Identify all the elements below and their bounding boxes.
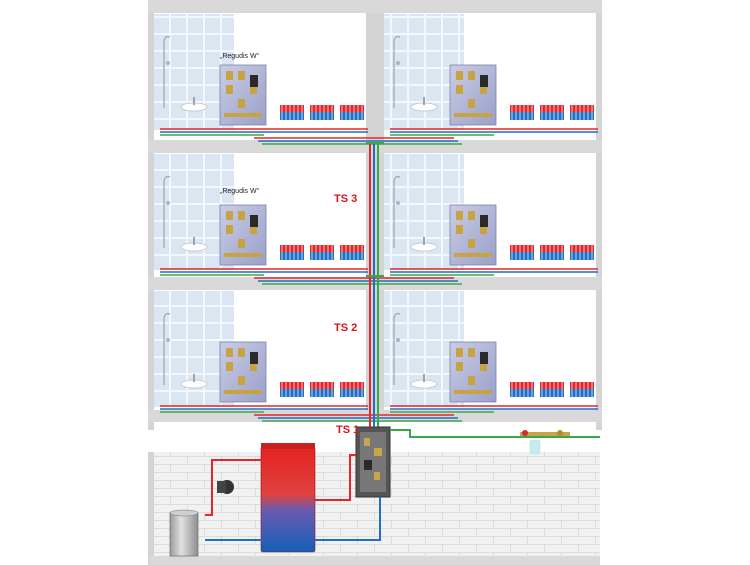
pump-icon — [217, 480, 234, 494]
washbasin-icon — [410, 97, 438, 112]
radiator-icon — [570, 245, 594, 260]
apartment-station-icon — [219, 341, 267, 403]
shower-icon — [393, 176, 401, 248]
apartment-unit — [370, 291, 598, 422]
buffer-tank-icon — [169, 509, 199, 557]
station-name-label-1: „Regudis W“ — [220, 53, 260, 60]
washbasin-icon — [180, 237, 208, 252]
apartment-unit — [154, 291, 378, 422]
washbasin-icon — [410, 237, 438, 252]
radiator-icon — [540, 382, 564, 397]
radiator-icon — [570, 105, 594, 120]
shower-icon — [163, 36, 171, 108]
radiator-icon — [570, 382, 594, 397]
radiator-icon — [280, 105, 304, 120]
radiator-icon — [540, 105, 564, 120]
basement-equipment — [169, 415, 600, 557]
radiator-icon — [280, 382, 304, 397]
apartment-unit — [370, 154, 598, 285]
station-name-label-2: „Regudis W“ — [220, 188, 260, 195]
shower-icon — [163, 313, 171, 385]
riser-pipes — [366, 142, 384, 430]
radiator-icon — [540, 245, 564, 260]
radiator-icon — [510, 245, 534, 260]
radiator-icon — [310, 382, 334, 397]
apartment-station-icon — [449, 204, 497, 266]
apartment-unit — [370, 14, 598, 145]
apartment-unit — [154, 154, 378, 285]
radiator-icon — [510, 382, 534, 397]
washbasin-icon — [180, 97, 208, 112]
apartment-station-icon — [219, 64, 267, 126]
apartment-unit — [154, 14, 378, 145]
apartment-station-icon — [219, 204, 267, 266]
radiator-icon — [340, 105, 364, 120]
ts3-label: TS 3 — [334, 193, 357, 205]
storage-tank-icon — [260, 443, 316, 553]
radiator-icon — [310, 105, 334, 120]
radiator-icon — [280, 245, 304, 260]
apartment-station-icon — [449, 341, 497, 403]
shower-icon — [393, 313, 401, 385]
washbasin-icon — [410, 374, 438, 389]
radiator-icon — [340, 245, 364, 260]
washbasin-icon — [180, 374, 208, 389]
heat-station-icon — [355, 426, 391, 498]
apartment-station-icon — [449, 64, 497, 126]
ts2-label: TS 2 — [334, 322, 357, 334]
shower-icon — [163, 176, 171, 248]
ts1-label: TS 1 — [336, 424, 359, 436]
radiator-icon — [510, 105, 534, 120]
water-filter-icon — [520, 430, 570, 455]
radiator-icon — [310, 245, 334, 260]
radiator-icon — [340, 382, 364, 397]
shower-icon — [393, 36, 401, 108]
